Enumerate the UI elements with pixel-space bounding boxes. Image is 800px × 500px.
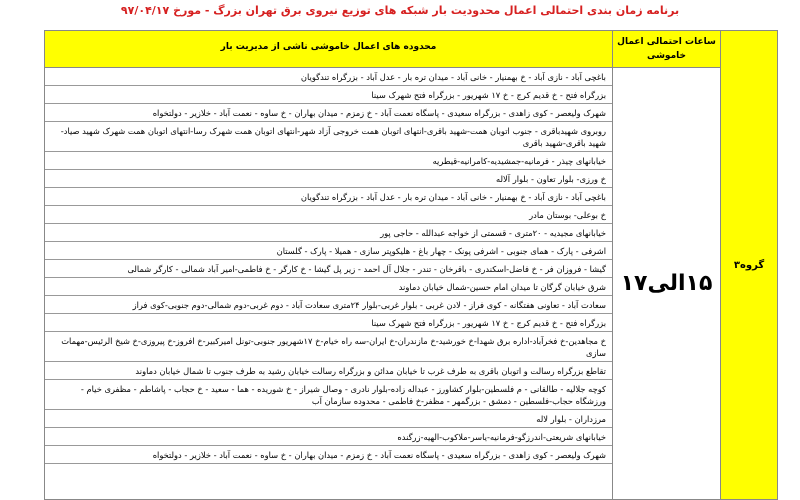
hours-cell: ۱۵الی۱۷ [612,68,720,500]
table-row: شهرک ولیعصر - کوی زاهدی - بزرگراه سعیدی … [45,104,612,122]
table-row: بزرگراه فتح - خ قدیم کرج - خ ۱۷ شهریور -… [45,314,612,332]
table-row: شهرک ولیعصر - کوی زاهدی - بزرگراه سعیدی … [45,446,612,464]
hours-value: ۱۵الی۱۷ [620,271,713,296]
table-row: خ مجاهدین-خ فخرآباد-اداره برق شهدا-خ خور… [45,332,612,362]
table-row: خیابانهای چیذر - فرمانیه-جمشیدیه-کامرانی… [45,152,612,170]
table-row: شرق خیابان گرگان تا میدان امام حسین-شمال… [45,278,612,296]
hours-header: ساعات احتمالی اعمال خاموشی [612,30,720,68]
table-row: خیابانهای مجیدیه - ۲۰متری - قسمتی از خوا… [45,224,612,242]
table-row: خ بوعلی- بوستان مادر [45,206,612,224]
table-row: کوچه جلالیه - طالقانی - م فلسطین-بلوار ک… [45,380,612,410]
page-title: برنامه زمان بندی احتمالی اعمال محدودیت ب… [120,4,680,17]
areas-list: باغچی آباد - نازی آباد - خ بهمنیار - خان… [44,68,612,500]
group-label: گروه۳ [733,259,765,271]
table-row: مرزداران - بلوار لاله [45,410,612,428]
table-row: بزرگراه فتح - خ قدیم کرج - خ ۱۷ شهریور -… [45,86,612,104]
group-column: گروه۳ [720,30,778,500]
table-row: خیابانهای شریعتی-اندرزگو-فرمانیه-یاسر-مل… [45,428,612,446]
table-row: اشرفی - پارک - همای جنوبی - اشرفی پونک -… [45,242,612,260]
table-row: سعادت آباد - تعاونی هفتگانه - کوی فراز -… [45,296,612,314]
table-row: تقاطع بزرگراه رسالت و اتوبان باقری به طر… [45,362,612,380]
areas-header: محدوده های اعمال خاموشی ناشی از مدیریت ب… [44,30,612,68]
table-row: خ ورزی- بلوار تعاون - بلوار آلاله [45,170,612,188]
table-row: گیشا - فروزان فر - خ فاضل-اسکندری - باقر… [45,260,612,278]
table-row: باغچی آباد - نازی آباد - خ بهمنیار - خان… [45,68,612,86]
table-row: روبروی شهیدباقری - جنوب اتوبان همت-شهید … [45,122,612,152]
table-row: باغچی آباد - نازی آباد - خ بهمنیار - خان… [45,188,612,206]
schedule-table: گروه۳ ساعات احتمالی اعمال خاموشی محدوده … [44,30,778,500]
